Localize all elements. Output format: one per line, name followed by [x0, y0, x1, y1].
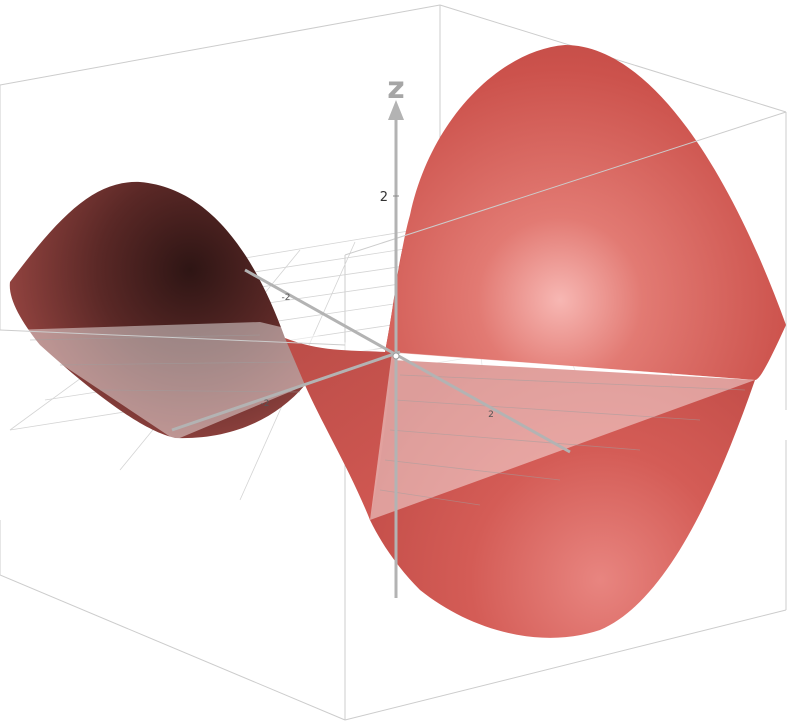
z-axis-label: z [387, 71, 404, 106]
y-axis [244, 268, 571, 454]
saddle-right-hill [385, 45, 786, 380]
x-axis [171, 350, 401, 432]
z-tick-label: 2 [380, 190, 388, 205]
saddle-throat [285, 240, 405, 520]
origin-marker [392, 352, 400, 360]
saddle-left-lobe [9, 181, 305, 439]
saddle-front-lobe [370, 360, 755, 638]
bounding-box-front [0, 111, 787, 346]
bounding-box [0, 4, 787, 721]
y-tick-label-pos: 2 [488, 410, 494, 420]
y-tick-label-neg: -2 [282, 293, 291, 303]
x-tick-label-neg: -2 [261, 399, 270, 409]
